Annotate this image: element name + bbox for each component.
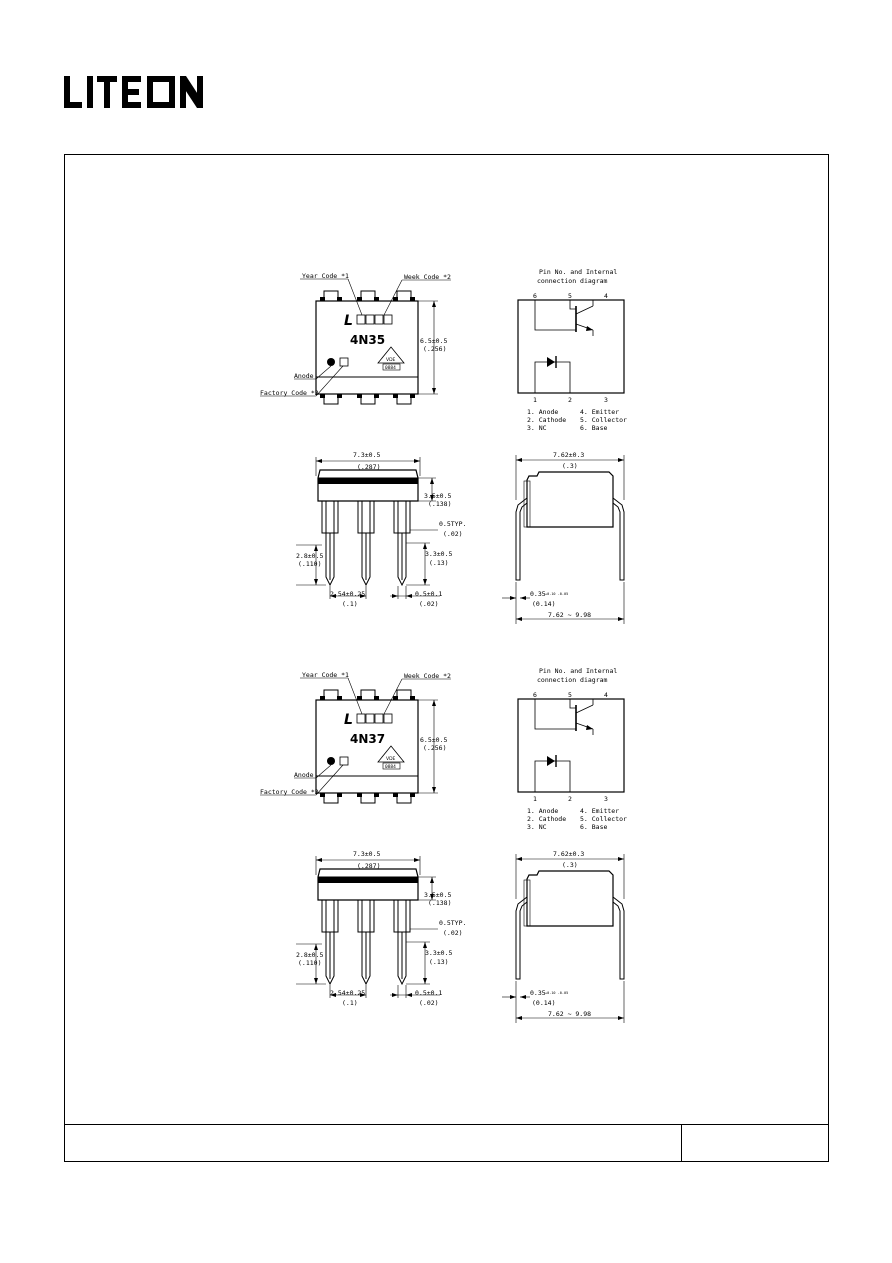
body-height-dim: 3.5±0.5 <box>424 492 451 500</box>
lead-thickness-tolerance: +0.10 -0.05 <box>545 991 568 995</box>
vde-mark: VDE <box>386 756 396 762</box>
pin-4: 4 <box>604 691 608 699</box>
lead-typ-dim-inch: (.02) <box>443 530 463 538</box>
pin-list-item: 3. NC <box>527 424 547 432</box>
part-number: 4N35 <box>350 333 385 347</box>
pin-diagram-title: Pin No. and Internal <box>539 268 617 276</box>
pin-diagram-title: Pin No. and Internal <box>539 667 617 675</box>
lead-width-dim-inch: (.02) <box>419 999 439 1007</box>
lead-thickness-dim: 0.35 <box>530 989 546 997</box>
pin-list-item: 5. Collector <box>580 416 627 424</box>
year-code-label: Year Code *1 <box>302 671 349 679</box>
top-height-dim: 6.5±0.5 <box>420 736 447 744</box>
seating-dim: 2.8±0.5 <box>296 951 323 959</box>
lead-length-dim: 3.3±0.5 <box>425 550 452 558</box>
package-4n37-drawing: Year Code *1 Week Code *2 Anode Factory … <box>259 667 627 1024</box>
lead-thickness-dim: 0.35 <box>530 590 546 598</box>
title-block <box>65 1124 828 1161</box>
side-width-dim-inch: (.287) <box>357 862 380 870</box>
lead-length-dim-inch: (.13) <box>429 559 449 567</box>
lead-thickness-tolerance: +0.10 -0.05 <box>545 592 568 596</box>
body-height-dim: 3.5±0.5 <box>424 891 451 899</box>
pin-list-item: 6. Base <box>580 424 607 432</box>
row-spacing-dim: 7.62±0.3 <box>553 451 584 459</box>
seating-dim-inch: (.110) <box>298 560 321 568</box>
pin-list-item: 1. Anode <box>527 807 558 815</box>
side-width-dim: 7.3±0.5 <box>353 451 380 459</box>
body-height-dim-inch: (.138) <box>428 899 451 907</box>
lead-span-dim: 7.62 ~ 9.98 <box>548 611 591 619</box>
lead-width-dim: 0.5±0.1 <box>415 590 442 598</box>
pin-2: 2 <box>568 396 572 404</box>
package-4n35-drawing: Year Code *1 Week Code *2 Anode Factory … <box>259 268 627 625</box>
pitch-dim: 2.54±0.25 <box>330 590 365 598</box>
pitch-dim-inch: (.1) <box>342 600 358 608</box>
pin-list-item: 5. Collector <box>580 815 627 823</box>
row-spacing-dim: 7.62±0.3 <box>553 850 584 858</box>
body-height-dim-inch: (.138) <box>428 500 451 508</box>
factory-code-label: Factory Code *3 <box>260 788 319 796</box>
pin-list-item: 4. Emitter <box>580 408 619 416</box>
pin-diagram-subtitle: connection diagram <box>537 676 608 684</box>
factory-code-label: Factory Code *3 <box>260 389 319 397</box>
side-width-dim: 7.3±0.5 <box>353 850 380 858</box>
pin-1: 1 <box>533 795 537 803</box>
pitch-dim: 2.54±0.25 <box>330 989 365 997</box>
side-width-dim-inch: (.287) <box>357 463 380 471</box>
lead-length-dim: 3.3±0.5 <box>425 949 452 957</box>
row-spacing-dim-inch: (.3) <box>562 462 578 470</box>
pin-list-item: 6. Base <box>580 823 607 831</box>
top-height-dim: 6.5±0.5 <box>420 337 447 345</box>
pin-6: 6 <box>533 292 537 300</box>
pin-4: 4 <box>604 292 608 300</box>
pin-list-item: 4. Emitter <box>580 807 619 815</box>
year-code-label: Year Code *1 <box>302 272 349 280</box>
top-height-dim-inch: (.256) <box>423 744 446 752</box>
liteon-logo <box>64 76 203 108</box>
pin-5: 5 <box>568 292 572 300</box>
pin-3: 3 <box>604 396 608 404</box>
row-spacing-dim-inch: (.3) <box>562 861 578 869</box>
pin-diagram-subtitle: connection diagram <box>537 277 608 285</box>
pin-list-item: 3. NC <box>527 823 547 831</box>
anode-label: Anode <box>294 372 314 380</box>
pin-1: 1 <box>533 396 537 404</box>
pin-6: 6 <box>533 691 537 699</box>
part-number: 4N37 <box>350 732 385 746</box>
lead-span-dim: 7.62 ~ 9.98 <box>548 1010 591 1018</box>
pin-list-item: 1. Anode <box>527 408 558 416</box>
pin-list-item: 2. Cathode <box>527 416 566 424</box>
lead-typ-dim: 0.5TYP. <box>439 520 466 528</box>
pitch-dim-inch: (.1) <box>342 999 358 1007</box>
anode-label: Anode <box>294 771 314 779</box>
week-code-label: Week Code *2 <box>404 273 451 281</box>
vde-mark: VDE <box>386 357 396 363</box>
pin-list-item: 2. Cathode <box>527 815 566 823</box>
seating-dim: 2.8±0.5 <box>296 552 323 560</box>
pin-3: 3 <box>604 795 608 803</box>
lead-thickness-dim-inch: (0.14) <box>532 999 555 1007</box>
vde-number: 0884 <box>385 764 396 770</box>
drawing-frame <box>64 154 829 1162</box>
lead-width-dim-inch: (.02) <box>419 600 439 608</box>
lead-typ-dim: 0.5TYP. <box>439 919 466 927</box>
lead-length-dim-inch: (.13) <box>429 958 449 966</box>
pin-2: 2 <box>568 795 572 803</box>
week-code-label: Week Code *2 <box>404 672 451 680</box>
lead-thickness-dim-inch: (0.14) <box>532 600 555 608</box>
vde-number: 0884 <box>385 365 396 371</box>
seating-dim-inch: (.110) <box>298 959 321 967</box>
pin-5: 5 <box>568 691 572 699</box>
lead-typ-dim-inch: (.02) <box>443 929 463 937</box>
title-block-divider <box>681 1125 682 1161</box>
top-height-dim-inch: (.256) <box>423 345 446 353</box>
lead-width-dim: 0.5±0.1 <box>415 989 442 997</box>
